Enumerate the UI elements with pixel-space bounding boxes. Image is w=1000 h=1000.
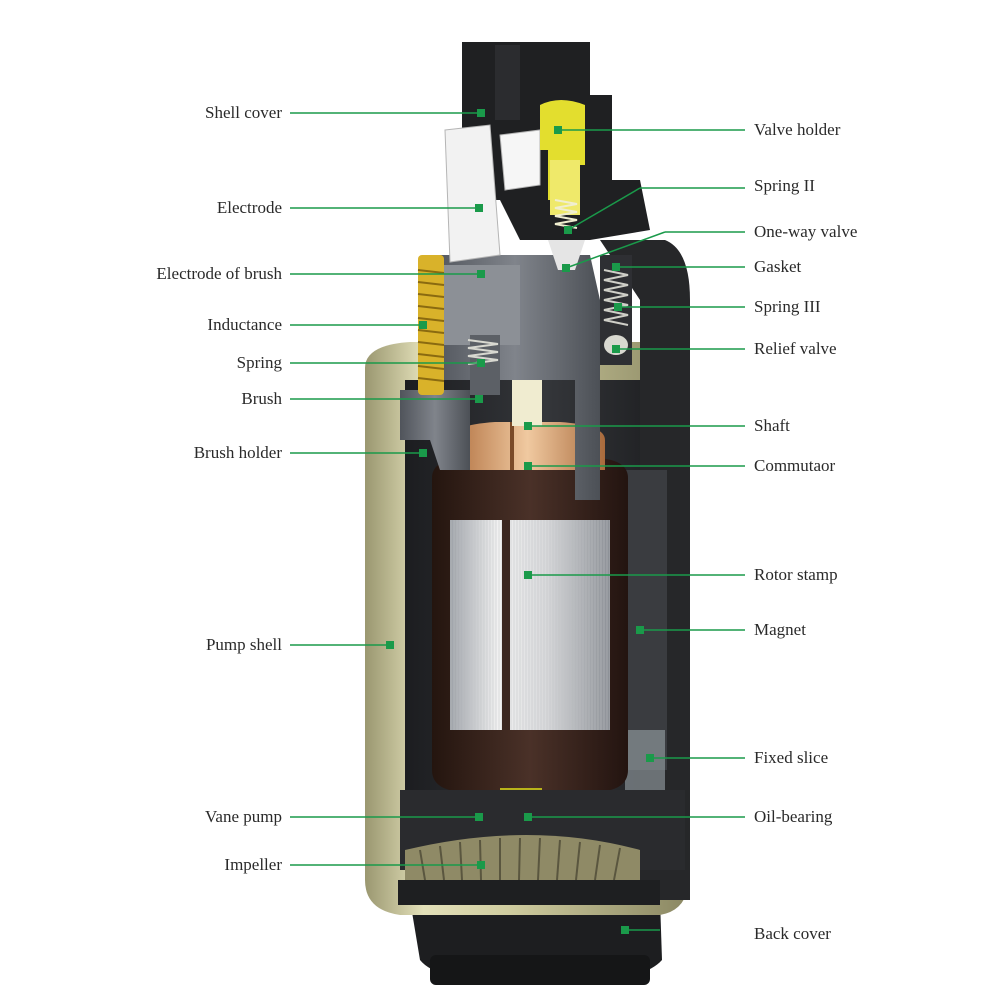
label-shaft: Shaft (754, 416, 790, 435)
label-electrode: Electrode (216, 198, 282, 217)
label-one-way-valve: One-way valve (754, 222, 858, 241)
label-relief-valve: Relief valve (754, 339, 837, 358)
spring-part (467, 339, 499, 365)
label-spring-iii: Spring III (754, 297, 821, 316)
label-pump-shell: Pump shell (205, 635, 282, 654)
label-impeller: Impeller (224, 855, 282, 874)
label-rotor-stamp: Rotor stamp (754, 565, 838, 584)
electrode-part (444, 124, 501, 263)
label-valve-holder: Valve holder (754, 120, 841, 139)
label-fixed-slice: Fixed slice (754, 748, 829, 767)
label-shell-cover: Shell cover (205, 103, 282, 122)
label-gasket: Gasket (754, 257, 802, 276)
label-oil-bearing: Oil-bearing (754, 807, 833, 826)
label-back-cover: Back cover (754, 924, 831, 943)
label-magnet: Magnet (754, 620, 806, 639)
leader-dots (386, 109, 654, 934)
label-brush: Brush (241, 389, 282, 408)
label-commutaor: Commutaor (754, 456, 836, 475)
commutator-part (450, 422, 605, 470)
spring-ii-part (554, 199, 578, 229)
leader-lines (290, 112, 745, 931)
label-spring: Spring (236, 353, 282, 372)
label-spring-ii: Spring II (754, 176, 815, 195)
brush-holder-part (400, 390, 470, 470)
inductance-part (418, 255, 444, 395)
label-inductance: Inductance (207, 315, 282, 334)
magnet-part (622, 470, 667, 770)
one-way-valve-part (548, 240, 585, 270)
label-brush-holder: Brush holder (193, 443, 282, 462)
label-electrode-of-brush: Electrode of brush (156, 264, 282, 283)
label-vane-pump: Vane pump (205, 807, 282, 826)
spring-iii-part (603, 269, 629, 326)
